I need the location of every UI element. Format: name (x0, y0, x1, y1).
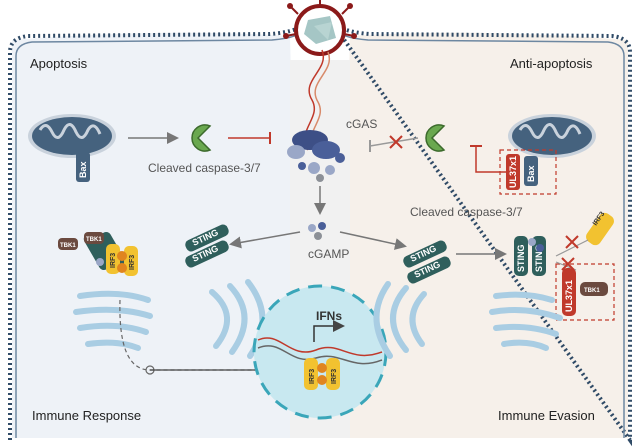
arrow-cgamp-to-sting-right (339, 231, 407, 250)
cleaved-caspase-left-label: Cleaved caspase-3/7 (148, 161, 261, 175)
bax-left (76, 152, 90, 182)
blocked-caspase-cgas (369, 137, 419, 147)
svg-text:TBK1: TBK1 (60, 243, 76, 249)
cgas-label: cGAS (346, 117, 377, 131)
host-dna (257, 337, 383, 365)
caspase-left-icon (191, 124, 212, 152)
ifns-label: IFNs (316, 309, 342, 323)
cleaved-caspase-right-label: Cleaved caspase-3/7 (410, 205, 523, 219)
sting-tbk1-irf3-complex-left: TBK1 TBK1 IRF3 IRF3 (58, 232, 138, 276)
svg-text:IRF3: IRF3 (110, 253, 117, 268)
ul37x1-right-label: UL37x1 (508, 156, 518, 188)
er-center-right (373, 281, 427, 359)
er-left (73, 290, 153, 351)
svg-text:IRF3: IRF3 (309, 369, 316, 384)
svg-text:IRF3: IRF3 (129, 255, 136, 270)
irf3-blocked (586, 212, 614, 246)
svg-text:TBK1: TBK1 (86, 237, 102, 243)
svg-text:IRF3: IRF3 (331, 369, 338, 384)
caspase-right-icon (425, 124, 446, 152)
sting-complex-right: STING STING (514, 236, 546, 276)
svg-text:STING: STING (534, 244, 544, 272)
virus-icon (283, 0, 357, 56)
mitochondrion-left-icon (28, 114, 116, 158)
ul37x1-right (506, 154, 520, 190)
cgamp-label: cGAMP (308, 247, 349, 261)
svg-text:STING: STING (516, 244, 526, 272)
ul37x1-evasion (562, 268, 576, 316)
svg-text:TBK1: TBK1 (584, 288, 600, 294)
anti-apoptosis-label: Anti-apoptosis (510, 56, 593, 71)
cell-left-region (12, 32, 300, 439)
cgas-complex (287, 130, 345, 182)
translocation-path-left (119, 299, 298, 371)
bax-right (524, 156, 538, 186)
arrow-cgamp-to-sting-left (229, 231, 301, 249)
bax-left-label: Bax (78, 161, 88, 178)
mitochondrion-right-icon (508, 114, 596, 158)
er-right (489, 291, 563, 351)
apoptosis-label: Apoptosis (30, 56, 88, 71)
transcription-arrow (313, 320, 345, 342)
ul37x1-tbk1-box (555, 263, 615, 321)
svg-text:UL37x1: UL37x1 (564, 280, 574, 312)
bax-right-label: Bax (526, 165, 536, 182)
block-cross-irf3 (561, 235, 579, 271)
cgamp-molecule (308, 222, 326, 240)
immune-evasion-label: Immune Evasion (498, 408, 595, 423)
irf3-dimer-nucleus: IRF3 IRF3 (304, 358, 340, 390)
block-cross-caspase (389, 135, 403, 149)
immune-response-label: Immune Response (32, 408, 141, 423)
cell-membrane (8, 18, 632, 447)
nucleus (252, 284, 388, 420)
inhibit-ul37x1-to-caspase (475, 146, 506, 173)
tbk1-evasion (580, 282, 608, 296)
